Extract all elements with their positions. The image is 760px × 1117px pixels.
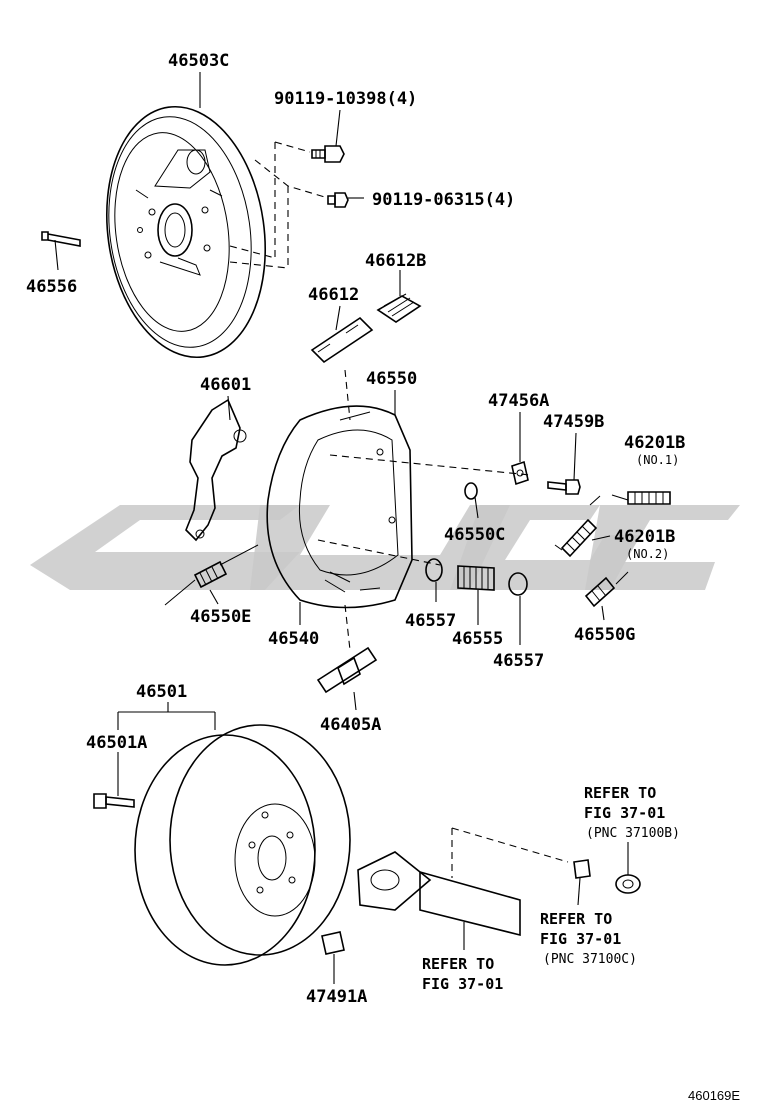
brake-drum[interactable]: [134, 724, 351, 966]
label-46540: 46540: [268, 629, 319, 649]
ref-37100B: REFER TO FIG 37-01 (PNC 37100B): [584, 784, 680, 841]
shim-46612B[interactable]: [376, 293, 422, 323]
brake-shoe[interactable]: [266, 405, 413, 609]
label-46550: 46550: [366, 369, 417, 389]
pin-46556[interactable]: [41, 231, 81, 247]
spring-46201B-no2[interactable]: [554, 495, 601, 558]
svg-text:FIG 37-01: FIG 37-01: [422, 975, 503, 993]
spring-46550G[interactable]: [584, 571, 629, 608]
svg-text:REFER TO: REFER TO: [540, 910, 612, 928]
hub-stud-46501A[interactable]: [93, 793, 135, 809]
shim-46612[interactable]: [310, 316, 374, 364]
label-46201B-2: 46201B: [614, 527, 675, 547]
ref-fig-37-01: REFER TO FIG 37-01: [422, 955, 503, 993]
label-46601: 46601: [200, 375, 251, 395]
cup-46557-b[interactable]: [508, 572, 528, 596]
label-46555: 46555: [452, 629, 503, 649]
label-46503C: 46503C: [168, 51, 229, 71]
label-46550E: 46550E: [190, 607, 251, 627]
label-46612: 46612: [308, 285, 359, 305]
svg-text:(PNC 37100C): (PNC 37100C): [543, 952, 637, 967]
nut-37100B[interactable]: [615, 874, 641, 894]
label-46557-b: 46557: [493, 651, 544, 671]
svg-text:FIG 37-01: FIG 37-01: [540, 930, 621, 948]
label-46556: 46556: [26, 277, 77, 297]
label-no1: (NO.1): [636, 453, 679, 467]
label-46550C: 46550C: [444, 525, 505, 545]
adjuster-46405A[interactable]: [316, 646, 378, 694]
svg-text:REFER TO: REFER TO: [584, 784, 656, 802]
label-90119-06315: 90119-06315(4): [372, 190, 515, 210]
bolt-90119-06315[interactable]: [327, 192, 349, 208]
label-46405A: 46405A: [320, 715, 381, 735]
cup-46557-a[interactable]: [425, 558, 443, 582]
label-46557-a: 46557: [405, 611, 456, 631]
nut-47491A[interactable]: [321, 931, 345, 955]
clip-46550C[interactable]: [464, 482, 478, 500]
spring-46555[interactable]: [457, 565, 495, 591]
spring-46201B-no1[interactable]: [611, 491, 671, 505]
label-47459B: 47459B: [543, 412, 604, 432]
pin-47459B[interactable]: [547, 479, 581, 495]
label-46501A: 46501A: [86, 733, 147, 753]
svg-text:(PNC 37100B): (PNC 37100B): [586, 826, 680, 841]
label-46612B: 46612B: [365, 251, 426, 271]
label-46501: 46501: [136, 682, 187, 702]
parking-lever[interactable]: [185, 398, 247, 542]
drawing-code: 460169E: [688, 1088, 740, 1103]
spring-46550E[interactable]: [164, 544, 259, 606]
watermark-logo: [30, 505, 740, 590]
bolt-90119-10398[interactable]: [311, 145, 345, 163]
drive-shaft[interactable]: [357, 851, 521, 937]
nut-37100C[interactable]: [573, 859, 591, 879]
label-46201B-1: 46201B: [624, 433, 685, 453]
label-46550G: 46550G: [574, 625, 635, 645]
label-no2: (NO.2): [626, 547, 669, 561]
label-47456A: 47456A: [488, 391, 549, 411]
label-47491A: 47491A: [306, 987, 367, 1007]
svg-text:REFER TO: REFER TO: [422, 955, 494, 973]
ref-37100C: REFER TO FIG 37-01 (PNC 37100C): [540, 910, 637, 967]
washer-47456A[interactable]: [511, 460, 529, 486]
svg-text:FIG 37-01: FIG 37-01: [584, 804, 665, 822]
backing-plate[interactable]: [91, 96, 281, 367]
label-90119-10398: 90119-10398(4): [274, 89, 417, 109]
